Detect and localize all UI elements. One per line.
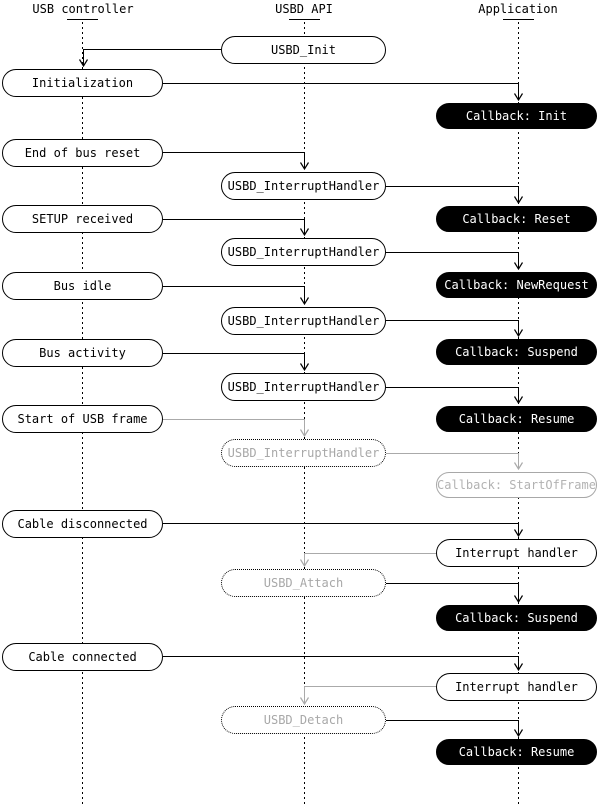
node-callback-newrequest: Callback: NewRequest [436, 272, 597, 298]
node-initialization: Initialization [2, 69, 163, 97]
column-header-usb-controller: USB controller [32, 2, 134, 16]
node-callback-suspend-1: Callback: Suspend [436, 339, 597, 365]
edge-busidle-to-interrupthandler3 [163, 286, 310, 306]
node-usbd-interrupthandler-4: USBD_InterruptHandler [221, 373, 386, 401]
node-callback-init: Callback: Init [436, 103, 597, 129]
edge-interrupthandler-app1-to-usbdattach [299, 553, 436, 568]
node-callback-reset: Callback: Reset [436, 206, 597, 232]
node-usbd-init: USBD_Init [221, 36, 386, 64]
node-cable-disconnected: Cable disconnected [2, 510, 163, 538]
edge-cabledisconnected-to-interrupthandler-app1 [163, 523, 524, 538]
edge-interrupthandler4-to-callback-resume1 [386, 387, 524, 405]
node-callback-suspend-2: Callback: Suspend [436, 605, 597, 631]
node-interrupt-handler-1: Interrupt handler [436, 539, 597, 567]
node-setup-received: SETUP received [2, 205, 163, 233]
edge-initialization-to-callback-init [163, 83, 524, 102]
node-usbd-attach: USBD_Attach [221, 569, 386, 597]
node-callback-resume-2: Callback: Resume [436, 739, 597, 765]
edge-interrupthandler1-to-callback-reset [386, 186, 524, 205]
edge-usbddetach-to-callback-resume2 [386, 720, 524, 738]
edge-setupreceived-to-interrupthandler2 [163, 219, 310, 237]
node-usbd-interrupthandler-2: USBD_InterruptHandler [221, 238, 386, 266]
edge-startofusbframe-to-interrupthandler-ghost [163, 419, 310, 438]
node-callback-resume-1: Callback: Resume [436, 406, 597, 432]
edge-interrupthandler-ghost-to-callback-startofframe [386, 453, 524, 471]
edge-busactivity-to-interrupthandler4 [163, 353, 310, 372]
node-usbd-interrupthandler-3: USBD_InterruptHandler [221, 307, 386, 335]
node-end-of-bus-reset: End of bus reset [2, 139, 163, 167]
edge-usbdinit-to-initialization [78, 49, 221, 68]
edge-interrupthandler2-to-callback-newrequest [386, 252, 524, 271]
edge-cableconnected-to-interrupthandler-app2 [163, 656, 524, 672]
node-callback-startofframe: Callback: StartOfFrame [436, 472, 597, 498]
node-cable-connected: Cable connected [2, 643, 163, 671]
node-bus-activity: Bus activity [2, 339, 163, 367]
column-header-usbd-api: USBD API [275, 2, 333, 16]
node-usbd-interrupthandler-ghost: USBD_InterruptHandler [221, 439, 386, 467]
column-header-application: Application [478, 2, 558, 16]
node-usbd-detach: USBD_Detach [221, 706, 386, 734]
edge-interrupthandler3-to-callback-suspend1 [386, 320, 524, 338]
edge-interrupthandler-app2-to-usbddetach [299, 686, 436, 706]
node-bus-idle: Bus idle [2, 272, 163, 300]
node-start-of-usb-frame: Start of USB frame [2, 405, 163, 433]
edge-endofbusreset-to-interrupthandler1 [163, 152, 310, 171]
node-usbd-interrupthandler-1: USBD_InterruptHandler [221, 172, 386, 200]
edge-usbdattach-to-callback-suspend2 [386, 583, 524, 604]
node-interrupt-handler-2: Interrupt handler [436, 673, 597, 701]
